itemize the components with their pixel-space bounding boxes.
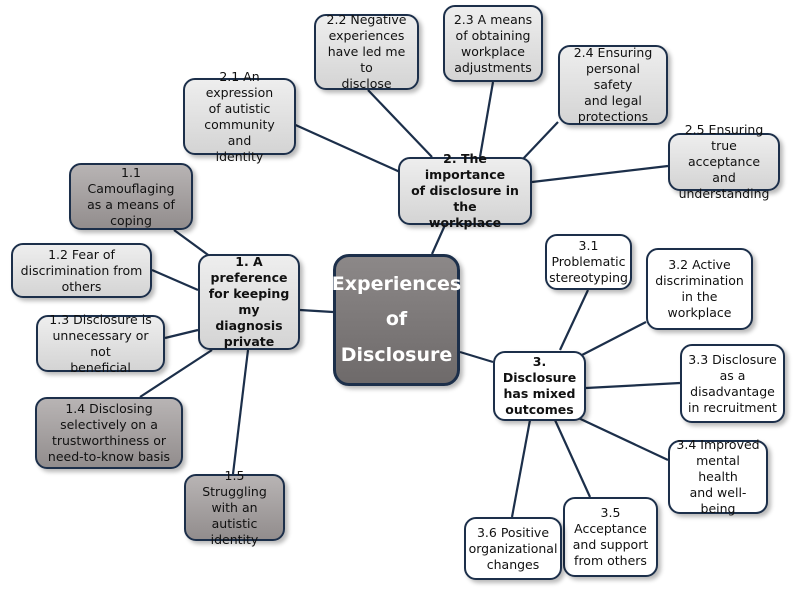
subtheme-2-4-node: 2.4 Ensuring personal safety and legal p… (558, 45, 668, 125)
subtheme-3-1-node: 3.1 Problematic stereotyping (545, 234, 632, 290)
subtheme-3-6-node: 3.6 Positive organizational changes (464, 517, 562, 580)
edge-t2-s2_4 (521, 121, 559, 161)
subtheme-1-5-node: 1.5 Struggling with an autistic identity (184, 468, 285, 547)
edge-t3-s3_3 (585, 381, 681, 390)
subtheme-3-3-label: 3.3 Disclosure as a disadvantage in recr… (688, 351, 777, 415)
subtheme-2-3-label: 2.3 A means of obtaining workplace adjus… (453, 11, 533, 75)
edge-t1-s1_4 (139, 349, 213, 398)
subtheme-1-3-label: 1.3 Disclosure is unnecessary or not ben… (49, 311, 152, 375)
edge-center-t3 (459, 350, 494, 364)
edge-t3-s3_6 (510, 419, 532, 518)
subtheme-1-1-label: 1.1 Camouflaging as a means of coping (87, 164, 175, 228)
subtheme-3-6-label: 3.6 Positive organizational changes (468, 524, 558, 572)
edge-t2-s2_5 (531, 164, 669, 184)
theme-2-node: 2. The importance of disclosure in the w… (398, 151, 532, 230)
theme-2-label: 2. The importance of disclosure in the w… (411, 151, 519, 230)
subtheme-3-4-node: 3.4 Improved mental health and well-bein… (668, 437, 768, 516)
subtheme-2-5-label: 2.5 Ensuring true acceptance and underst… (678, 122, 770, 201)
central-node-label: Experiences of Disclosure (331, 273, 462, 366)
theme-3-node: 3. Disclosure has mixed outcomes (493, 351, 586, 421)
subtheme-1-4-label: 1.4 Disclosing selectively on a trustwor… (47, 401, 171, 464)
edge-t2-s2_3 (478, 81, 495, 158)
edge-center-t2 (430, 224, 447, 255)
subtheme-3-3-node: 3.3 Disclosure as a disadvantage in recr… (680, 344, 785, 423)
edge-t1-s1_5 (231, 349, 250, 475)
subtheme-3-4-label: 3.4 Improved mental health and well-bein… (676, 437, 760, 516)
edge-center-t1 (299, 308, 334, 314)
subtheme-1-2-label: 1.2 Fear of discrimination from others (20, 246, 143, 294)
edge-t1-s1_2 (151, 268, 199, 292)
subtheme-3-5-label: 3.5 Acceptance and support from others (572, 505, 649, 568)
subtheme-2-2-label: 2.2 Negative experiences have led me to … (326, 12, 407, 91)
edge-t3-s3_2 (581, 321, 647, 356)
subtheme-2-4-label: 2.4 Ensuring personal safety and legal p… (573, 45, 653, 124)
subtheme-1-1-node: 1.1 Camouflaging as a means of coping (69, 163, 193, 230)
subtheme-3-2-node: 3.2 Active discrimination in the workpla… (646, 248, 753, 330)
edge-t3-s3_4 (571, 414, 669, 461)
subtheme-1-5-label: 1.5 Struggling with an autistic identity (202, 467, 267, 547)
subtheme-2-1-label: 2.1 An expression of autistic community … (204, 68, 275, 164)
subtheme-1-2-node: 1.2 Fear of discrimination from others (11, 243, 152, 298)
subtheme-3-2-label: 3.2 Active discrimination in the workpla… (655, 257, 744, 320)
subtheme-3-1-label: 3.1 Problematic stereotyping (549, 238, 628, 285)
subtheme-2-2-node: 2.2 Negative experiences have led me to … (314, 12, 419, 91)
edge-t2-s2_1 (279, 116, 401, 174)
subtheme-1-3-node: 1.3 Disclosure is unnecessary or not ben… (36, 312, 165, 375)
subtheme-2-3-node: 2.3 A means of obtaining workplace adjus… (443, 5, 543, 82)
edge-t3-s3_5 (553, 419, 592, 498)
subtheme-2-1-node: 2.1 An expression of autistic community … (183, 69, 296, 164)
theme-1-node: 1. A preference for keeping my diagnosis… (198, 254, 300, 350)
theme-3-label: 3. Disclosure has mixed outcomes (502, 354, 577, 417)
edge-t2-s2_2 (367, 89, 433, 158)
subtheme-3-5-node: 3.5 Acceptance and support from others (563, 497, 658, 577)
subtheme-1-4-node: 1.4 Disclosing selectively on a trustwor… (35, 397, 183, 469)
central-node: Experiences of Disclosure (331, 254, 462, 386)
theme-1-label: 1. A preference for keeping my diagnosis… (208, 254, 290, 349)
edge-t3-s3_1 (559, 289, 589, 351)
edge-t1-s1_3 (164, 328, 199, 340)
subtheme-2-5-node: 2.5 Ensuring true acceptance and underst… (668, 122, 780, 201)
